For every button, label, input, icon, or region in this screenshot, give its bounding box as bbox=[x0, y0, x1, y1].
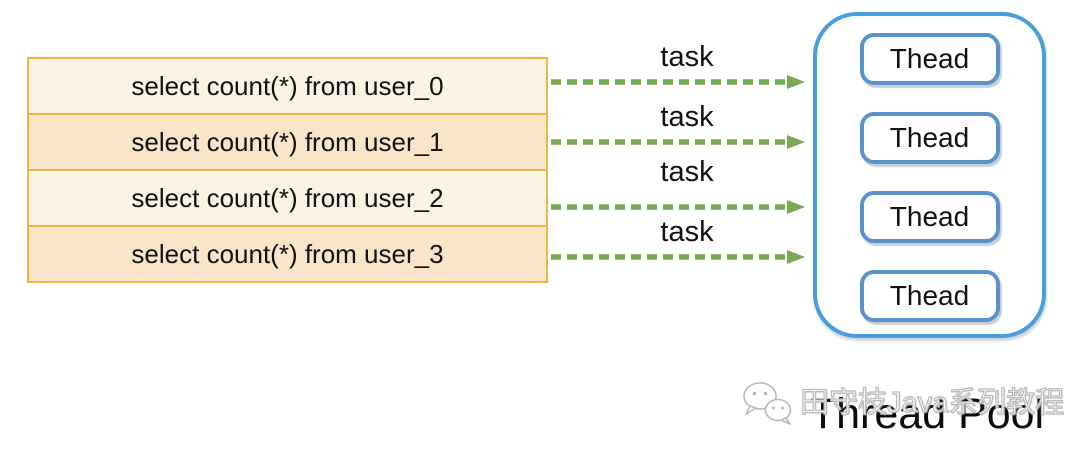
query-table: select count(*) from user_0 select count… bbox=[27, 57, 548, 283]
query-row-user-3: select count(*) from user_3 bbox=[29, 225, 546, 281]
query-text: select count(*) from user_3 bbox=[131, 238, 444, 269]
thread-box-1: Thead bbox=[859, 33, 1000, 85]
thread-pool-title: Thread Pool bbox=[809, 390, 1045, 438]
wechat-icon bbox=[743, 382, 792, 425]
query-row-user-1: select count(*) from user_1 bbox=[29, 113, 546, 169]
thread-box-4: Thead bbox=[859, 270, 1000, 322]
thread-box-3: Thead bbox=[859, 191, 1000, 243]
query-text: select count(*) from user_0 bbox=[131, 70, 444, 101]
watermark-text: 田守枝Java系列教程 bbox=[799, 386, 1065, 419]
query-row-user-0: select count(*) from user_0 bbox=[29, 59, 546, 113]
query-text: select count(*) from user_2 bbox=[131, 182, 444, 213]
thread-label: Thead bbox=[889, 280, 970, 311]
task-label-2: task bbox=[660, 101, 714, 133]
task-label-1: task bbox=[660, 41, 714, 73]
query-row-user-2: select count(*) from user_2 bbox=[29, 169, 546, 225]
thread-pool-container: Thead Thead Thead Thead bbox=[813, 12, 1046, 338]
task-arrow-3-icon bbox=[551, 200, 805, 214]
thread-label: Thead bbox=[889, 43, 970, 74]
thread-box-2: Thead bbox=[859, 112, 1000, 164]
query-text: select count(*) from user_1 bbox=[131, 126, 444, 157]
thread-label: Thead bbox=[889, 122, 970, 153]
task-label-4: task bbox=[660, 216, 714, 248]
task-label-3: task bbox=[660, 156, 714, 188]
task-arrow-4-icon bbox=[551, 250, 805, 264]
watermark: 田守枝Java系列教程 bbox=[740, 381, 1065, 425]
thread-label: Thead bbox=[889, 201, 970, 232]
task-arrow-2-icon bbox=[551, 135, 805, 149]
task-arrow-1-icon bbox=[551, 75, 805, 89]
